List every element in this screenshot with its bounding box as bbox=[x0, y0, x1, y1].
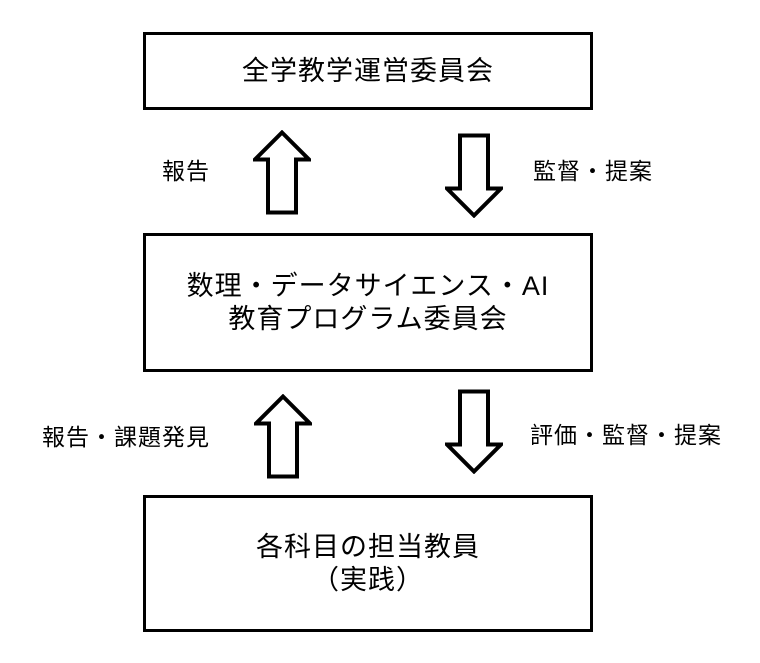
up-arrow-icon bbox=[253, 130, 311, 215]
box-subject-teachers-practice-line1: 各科目の担当教員 bbox=[256, 532, 480, 563]
arrow-label-report: 報告 bbox=[162, 158, 210, 184]
box-math-datascience-ai-program-committee: 数理・データサイエンス・AI 教育プログラム委員会 bbox=[143, 233, 593, 372]
arrow-label-report-issue-discovery: 報告・課題発見 bbox=[42, 424, 210, 450]
up-arrow-icon bbox=[254, 394, 312, 479]
box-math-datascience-ai-program-committee-line2: 教育プログラム委員会 bbox=[228, 303, 508, 334]
box-university-teaching-committee: 全学教学運営委員会 bbox=[143, 32, 593, 110]
box-subject-teachers-practice-line2: （実践） bbox=[312, 564, 424, 595]
down-arrow-icon bbox=[445, 389, 503, 474]
box-subject-teachers-practice: 各科目の担当教員 （実践） bbox=[143, 495, 593, 632]
arrow-label-evaluate-supervise-propose: 評価・監督・提案 bbox=[530, 422, 722, 448]
arrow-label-supervise-propose: 監督・提案 bbox=[533, 158, 653, 184]
down-arrow-icon bbox=[445, 133, 503, 218]
box-math-datascience-ai-program-committee-line1: 数理・データサイエンス・AI bbox=[186, 271, 550, 302]
box-university-teaching-committee-label: 全学教学運営委員会 bbox=[242, 55, 494, 86]
